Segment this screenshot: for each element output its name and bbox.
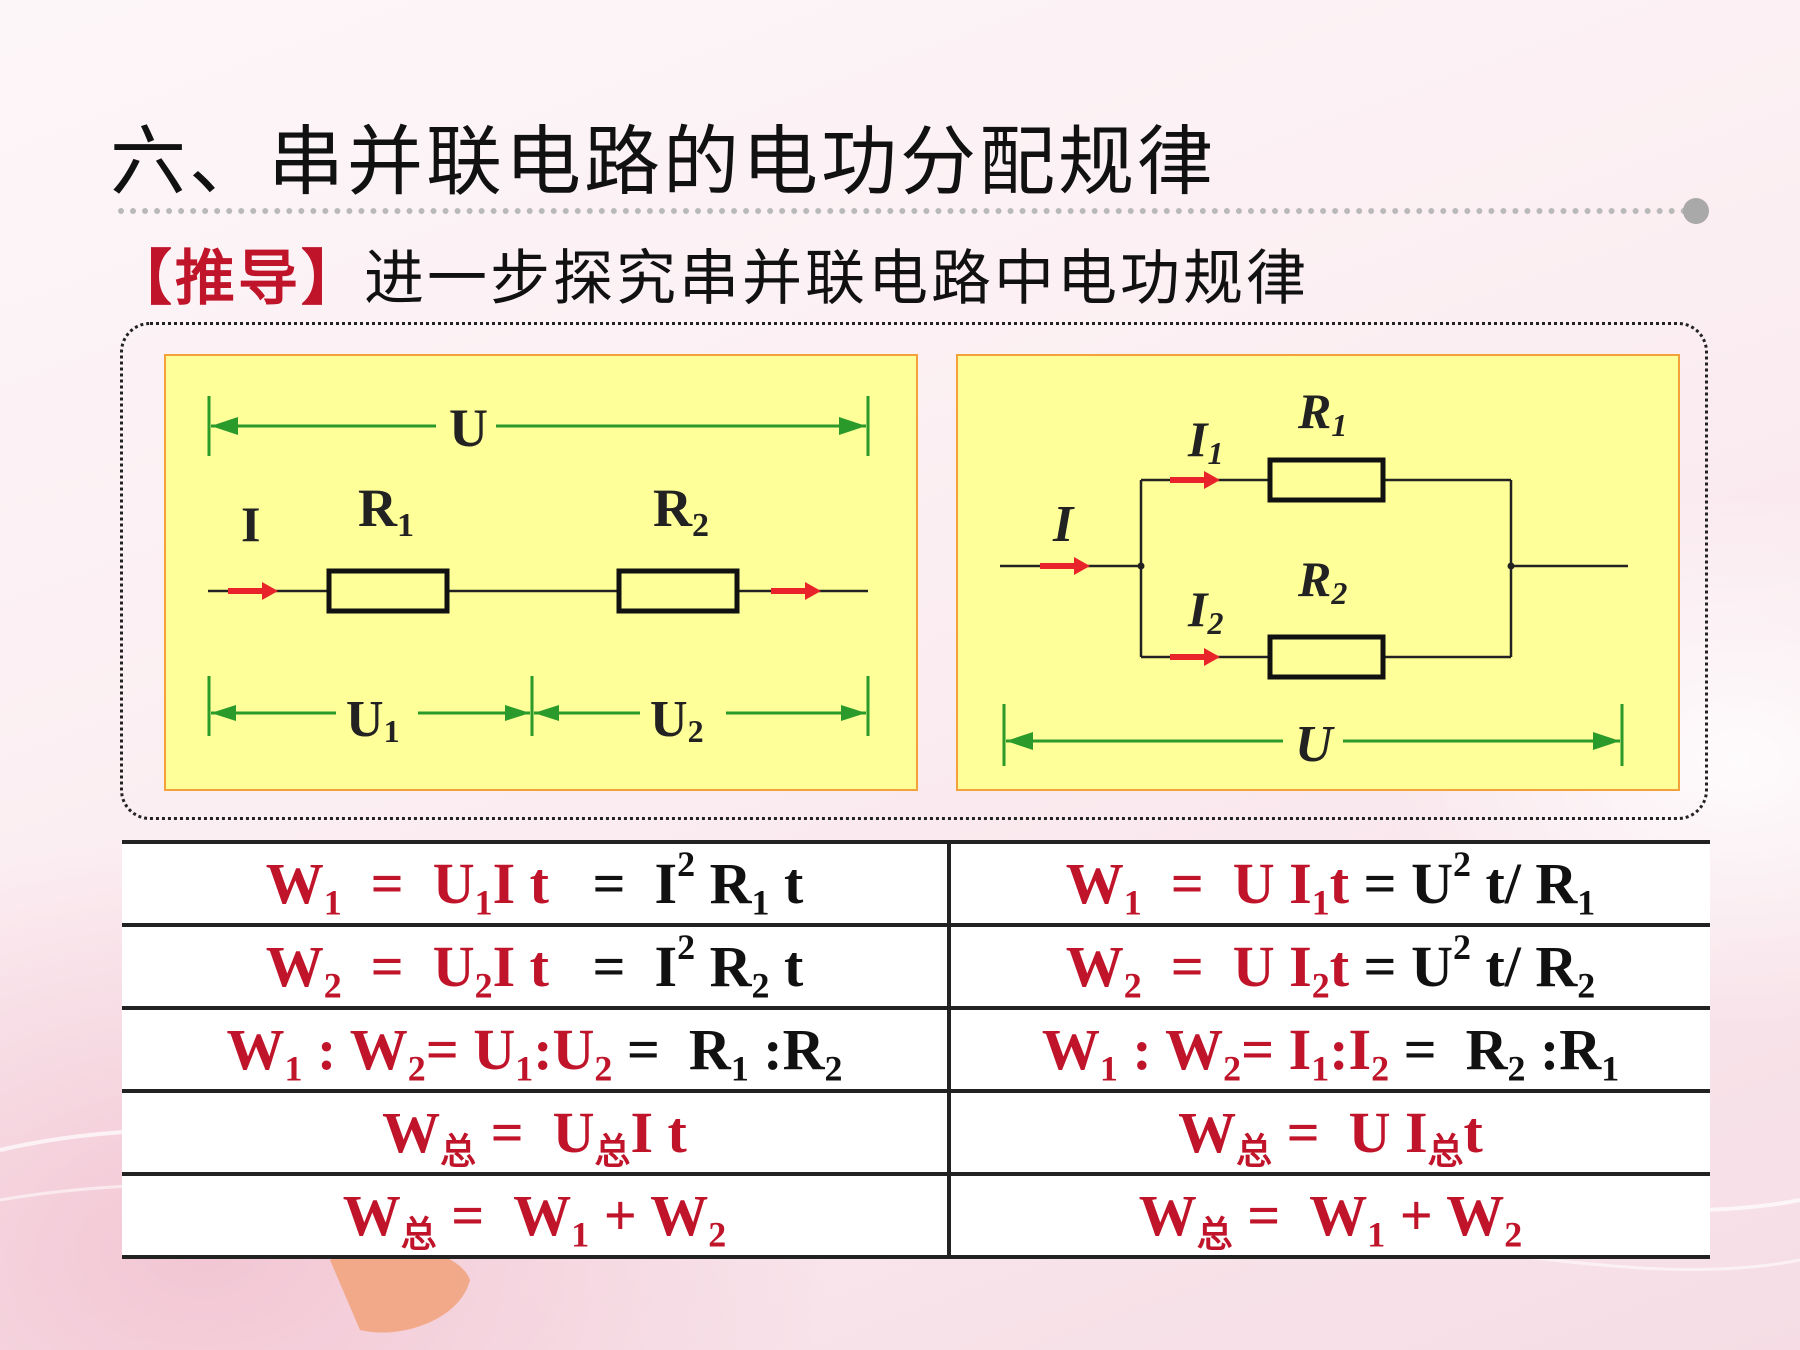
resistor-r2	[616, 568, 740, 614]
decorative-petal	[330, 1245, 470, 1333]
label-r2: R2	[653, 478, 709, 544]
page-title: 六、串并联电路的电功分配规律	[110, 117, 1216, 206]
junction	[1137, 562, 1145, 570]
label-u: U	[1295, 716, 1335, 773]
resistor-r1	[1267, 457, 1386, 503]
subtitle-text: 进一步探究串并联电路中电功规律	[364, 244, 1309, 314]
formula-series-sum: W总 = W1 + W2	[122, 1172, 951, 1259]
arrowhead-right	[505, 705, 530, 721]
arrowhead-right	[1593, 732, 1620, 750]
subtitle-tag: 【推导】	[112, 244, 364, 314]
junction	[1507, 562, 1515, 570]
formula-series-ratio: W1 : W2= U1:U2 = R1 :R2	[122, 1006, 951, 1093]
formula-series-w2: W2 = U2I t = I2 R2 t	[122, 923, 951, 1010]
current-arrowhead-i2	[1204, 648, 1220, 666]
formula-parallel-total: W总 = U I总t	[949, 1089, 1710, 1176]
label-i: I	[241, 496, 260, 552]
diagram-frame	[120, 322, 1708, 820]
subtitle: 【推导】进一步探究串并联电路中电功规律	[112, 230, 1309, 317]
table-row: W1 : W2= U1:U2 = R1 :R2 W1 : W2= I1:I2 =…	[122, 1006, 1710, 1093]
label-r1: R1	[1297, 383, 1347, 443]
table-row: W1 = U1I t = I2 R1 t W1 = U I1t = U2 t/ …	[122, 840, 1710, 927]
formula-parallel-ratio: W1 : W2= I1:I2 = R2 :R1	[949, 1006, 1710, 1093]
series-circuit-diagram: U I R1 R2 U1 U2	[164, 354, 918, 791]
label-i1: I1	[1187, 411, 1223, 471]
divider-end-dot	[1683, 198, 1709, 224]
table-row: W总 = U总I t W总 = U I总t	[122, 1089, 1710, 1176]
formula-parallel-w1: W1 = U I1t = U2 t/ R1	[949, 840, 1710, 927]
formula-parallel-w2: W2 = U I2t = U2 t/ R2	[949, 923, 1710, 1010]
label-u1: U1	[346, 691, 400, 749]
formula-table: W1 = U1I t = I2 R1 t W1 = U I1t = U2 t/ …	[122, 840, 1710, 1259]
formula-series-w1: W1 = U1I t = I2 R1 t	[122, 840, 951, 927]
table-row: W总 = W1 + W2 W总 = W1 + W2	[122, 1172, 1710, 1259]
label-i: I	[1052, 496, 1075, 553]
resistor-r2	[1267, 634, 1386, 680]
label-u2: U2	[650, 691, 704, 749]
arrowhead-left	[211, 417, 238, 435]
formula-series-total: W总 = U总I t	[122, 1089, 951, 1176]
current-arrowhead-i	[1074, 557, 1090, 575]
label-r2: R2	[1297, 551, 1347, 611]
label-u: U	[449, 398, 488, 458]
arrowhead-right	[841, 705, 866, 721]
table-row: W2 = U2I t = I2 R2 t W2 = U I2t = U2 t/ …	[122, 923, 1710, 1010]
current-arrowhead-i1	[1204, 471, 1220, 489]
arrowhead-left	[211, 705, 236, 721]
label-i2: I2	[1187, 581, 1223, 641]
formula-parallel-sum: W总 = W1 + W2	[949, 1172, 1710, 1259]
current-arrowhead-out	[805, 582, 821, 600]
dotted-divider	[118, 208, 1688, 214]
arrowhead-left	[534, 705, 559, 721]
label-r1: R1	[358, 478, 414, 544]
arrowhead-right	[839, 417, 866, 435]
current-arrowhead-in	[262, 582, 278, 600]
arrowhead-left	[1006, 732, 1033, 750]
parallel-circuit-diagram: I I1 R1 I2 R2 U	[956, 354, 1680, 791]
resistor-r1	[326, 568, 450, 614]
